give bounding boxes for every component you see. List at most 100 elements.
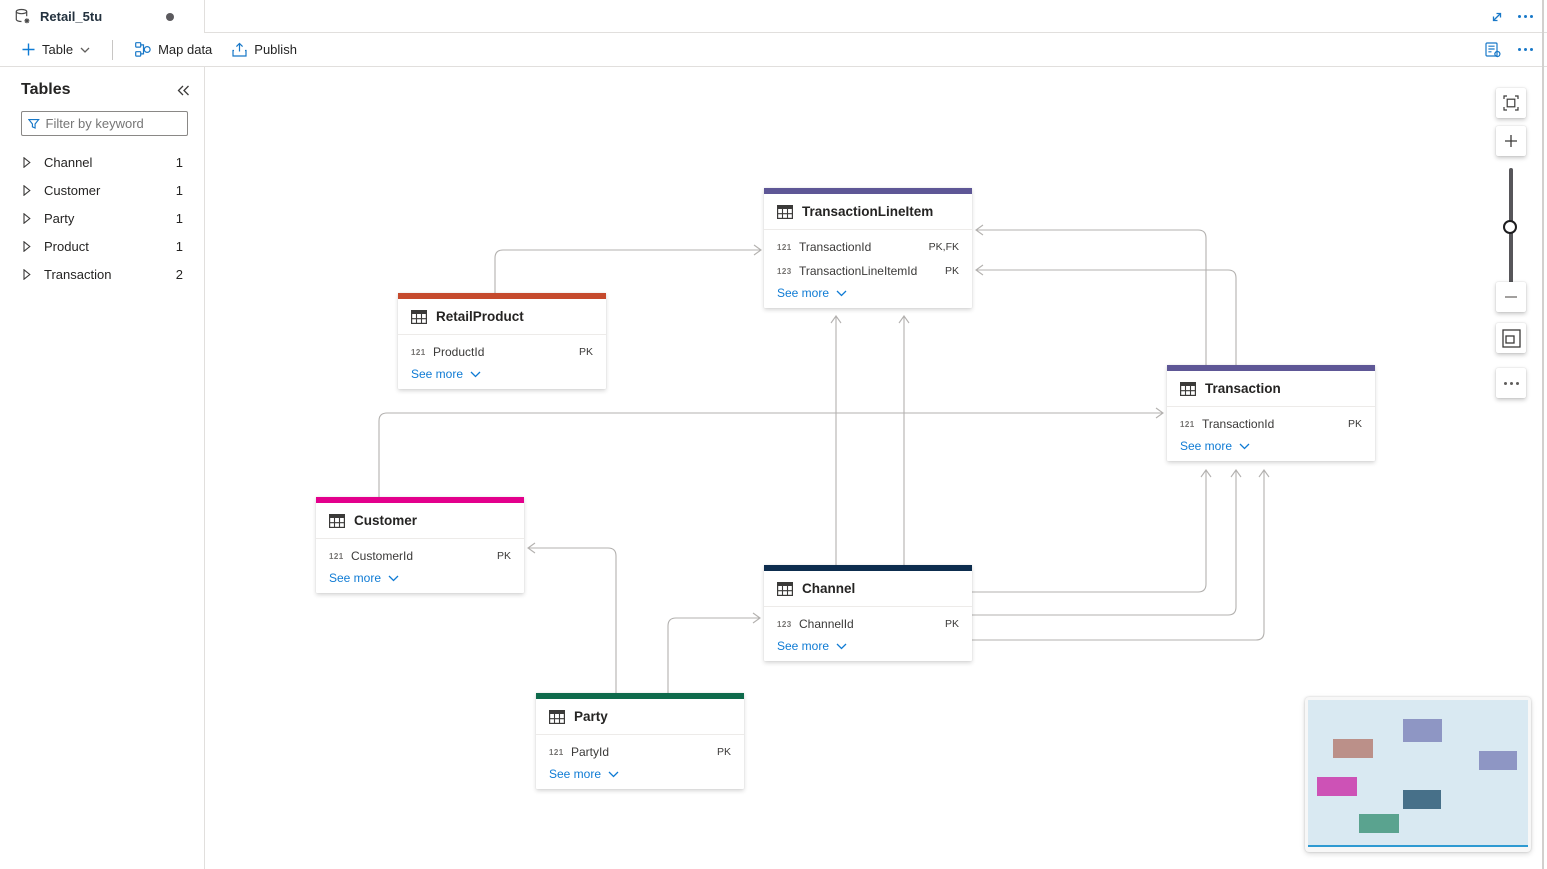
tabstrip-actions — [1490, 0, 1547, 33]
canvas-more-button[interactable] — [1496, 368, 1526, 398]
field-row: 121 PartyId PK — [536, 740, 744, 764]
toolbar-right-actions — [1485, 41, 1533, 58]
sidebar-item-transaction[interactable]: Transaction 2 — [0, 260, 204, 288]
entity-card-transaction[interactable]: Transaction 121 TransactionId PK See mor… — [1167, 365, 1375, 461]
chevron-down-icon — [836, 643, 847, 649]
entity-accent-bar — [316, 497, 524, 503]
see-more-link[interactable]: See more — [411, 367, 481, 381]
table-name: Customer — [44, 182, 101, 198]
see-more-link[interactable]: See more — [777, 639, 847, 653]
relationship-retailproduct-to-transactionlineitem — [494, 244, 762, 293]
main-area: Tables Channel 1 — [0, 67, 1547, 869]
properties-icon[interactable] — [1485, 41, 1502, 58]
entity-header: Party — [536, 699, 744, 735]
sidebar-item-customer[interactable]: Customer 1 — [0, 176, 204, 204]
entity-accent-bar — [1167, 365, 1375, 371]
designer-toolbar: Table Map data Publish — [0, 33, 1547, 67]
unsaved-changes-dot — [166, 12, 174, 21]
map-data-button[interactable]: Map data — [129, 38, 218, 61]
table-count: 1 — [175, 210, 183, 226]
see-more-link[interactable]: See more — [329, 571, 399, 585]
add-table-button[interactable]: Table — [16, 38, 96, 61]
tab-strip: Retail_5tu — [0, 0, 1547, 33]
zoom-slider-knob[interactable] — [1503, 220, 1517, 234]
chevron-right-icon[interactable] — [23, 184, 31, 196]
entity-accent-bar — [536, 693, 744, 699]
key-badge: PK,FK — [928, 241, 959, 253]
canvas-right-edge — [1542, 0, 1544, 869]
chevron-right-icon[interactable] — [23, 156, 31, 168]
key-badge: PK — [716, 746, 731, 758]
see-more-link[interactable]: See more — [777, 286, 847, 300]
key-badge: PK — [944, 618, 959, 630]
entity-card-transactionlineitem[interactable]: TransactionLineItem 121 TransactionId PK… — [764, 188, 972, 308]
toolbar-more-icon[interactable] — [1518, 48, 1533, 51]
table-count: 1 — [175, 182, 183, 198]
plus-icon — [22, 43, 35, 56]
expand-icon[interactable] — [1490, 10, 1504, 24]
ellipsis-icon — [1503, 381, 1519, 385]
zoom-out-button[interactable] — [1496, 282, 1526, 312]
entity-card-retailproduct[interactable]: RetailProduct 121 ProductId PK See more — [398, 293, 606, 389]
relationship-channel-to-transactionlineitem — [830, 315, 842, 565]
field-row: 121 TransactionId PK,FK — [764, 235, 972, 259]
entity-accent-bar — [764, 565, 972, 571]
tables-list: Channel 1 Customer 1 Party 1 Product 1 T… — [0, 148, 204, 288]
entity-card-customer[interactable]: Customer 121 CustomerId PK See more — [316, 497, 524, 593]
entity-title: Transaction — [1205, 381, 1281, 396]
table-count: 2 — [175, 266, 183, 282]
minimap-node-transaction — [1479, 751, 1517, 770]
field-name: CustomerId — [351, 549, 414, 563]
entity-header: Transaction — [1167, 371, 1375, 407]
chevron-right-icon[interactable] — [23, 212, 31, 224]
filter-input[interactable] — [45, 116, 181, 131]
entity-title: Party — [574, 709, 608, 724]
entity-accent-bar — [398, 293, 606, 299]
see-more-link[interactable]: See more — [549, 767, 619, 781]
entity-title: Customer — [354, 513, 418, 528]
see-more-link[interactable]: See more — [1180, 439, 1250, 453]
key-badge: PK — [944, 265, 959, 277]
publish-icon — [232, 42, 247, 57]
field-name: TransactionLineItemId — [799, 264, 918, 278]
table-icon — [1180, 381, 1196, 396]
publish-button[interactable]: Publish — [226, 38, 303, 61]
decimal-type-icon: 121 — [1180, 419, 1195, 429]
zoom-to-fit-button[interactable] — [1496, 88, 1526, 118]
decimal-type-icon: 121 — [411, 347, 426, 357]
chevron-down-icon — [608, 771, 619, 777]
key-badge: PK — [578, 346, 593, 358]
tab-more-icon[interactable] — [1518, 15, 1533, 18]
sidebar-item-channel[interactable]: Channel 1 — [0, 148, 204, 176]
chevron-right-icon[interactable] — [23, 268, 31, 280]
publish-label: Publish — [254, 42, 297, 57]
relationship-channel-to-transaction — [972, 469, 1270, 641]
minus-icon — [1505, 296, 1517, 298]
key-badge: PK — [1347, 418, 1362, 430]
minimap-node-customer — [1317, 777, 1357, 796]
entity-card-party[interactable]: Party 121 PartyId PK See more — [536, 693, 744, 789]
entity-card-channel[interactable]: Channel 123 ChannelId PK See more — [764, 565, 972, 661]
sidebar-item-party[interactable]: Party 1 — [0, 204, 204, 232]
field-row: 123 TransactionLineItemId PK — [764, 259, 972, 283]
minimap-toggle-button[interactable] — [1496, 323, 1526, 353]
table-icon — [329, 513, 345, 528]
integer-type-icon: 123 — [777, 266, 792, 276]
sidebar-item-product[interactable]: Product 1 — [0, 232, 204, 260]
table-name: Product — [44, 238, 89, 254]
minimap[interactable] — [1305, 697, 1531, 852]
chevron-right-icon[interactable] — [23, 240, 31, 252]
entity-accent-bar — [764, 188, 972, 194]
diagram-canvas[interactable]: TransactionLineItem 121 TransactionId PK… — [205, 67, 1547, 869]
field-name: TransactionId — [1202, 417, 1275, 431]
table-icon — [777, 581, 793, 596]
table-name: Transaction — [44, 266, 112, 282]
relationship-channel-to-transaction — [972, 469, 1212, 593]
entity-header: TransactionLineItem — [764, 194, 972, 230]
relationship-party-to-customer — [527, 542, 617, 693]
zoom-in-button[interactable] — [1496, 126, 1526, 156]
tab-retail-5tu[interactable]: Retail_5tu — [0, 0, 205, 33]
relationship-transaction-to-transactionlineitem — [975, 224, 1207, 365]
collapse-sidebar-icon[interactable] — [177, 85, 190, 96]
